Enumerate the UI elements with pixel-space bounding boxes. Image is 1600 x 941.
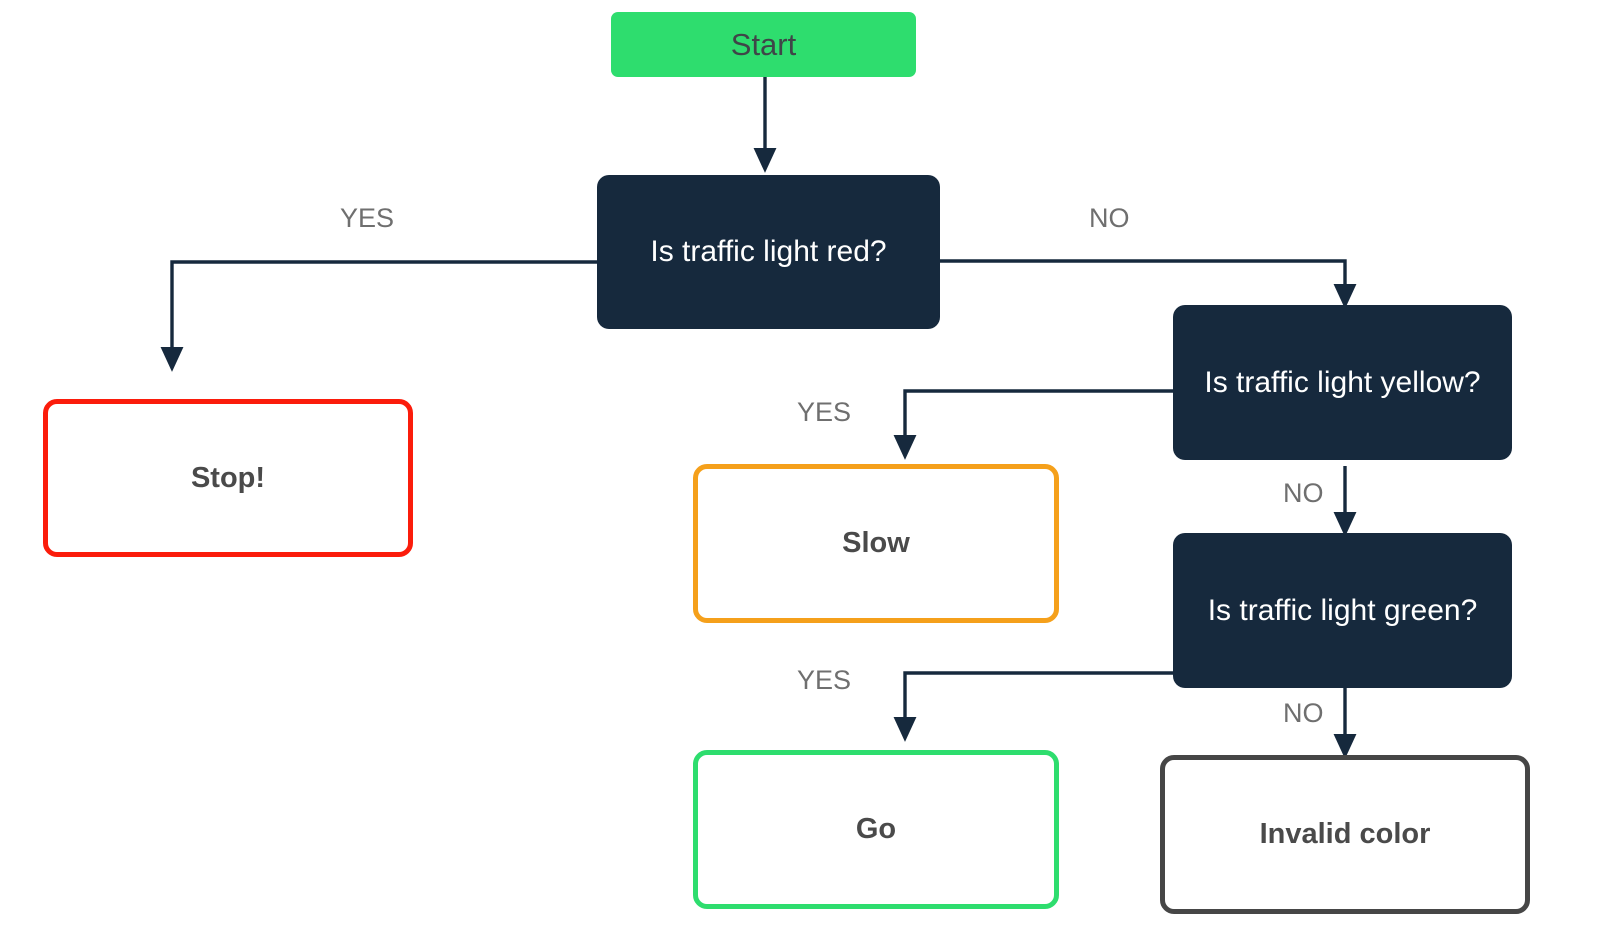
node-outcome-go-label: Go bbox=[855, 813, 897, 845]
node-decision-yellow[interactable]: Is traffic light yellow? bbox=[1173, 305, 1512, 460]
node-decision-red-label: Is traffic light red? bbox=[650, 235, 887, 268]
node-start-label: Start bbox=[730, 26, 797, 62]
node-outcome-invalid-label: Invalid color bbox=[1259, 818, 1431, 850]
node-outcome-stop[interactable]: Stop! bbox=[43, 399, 413, 557]
edge-label-yellow-no: NO bbox=[1283, 478, 1324, 508]
edge-label-red-yes: YES bbox=[340, 203, 395, 233]
node-decision-yellow-label: Is traffic light yellow? bbox=[1204, 365, 1481, 399]
edge-label-yellow-yes: YES bbox=[797, 397, 852, 427]
edge-yellow-yes-to-slow bbox=[893, 389, 1197, 460]
node-decision-green[interactable]: Is traffic light green? bbox=[1173, 533, 1512, 688]
node-start[interactable]: Start bbox=[611, 12, 916, 77]
edge-label-green-yes: YES bbox=[797, 665, 852, 695]
node-outcome-stop-label: Stop! bbox=[190, 461, 266, 494]
edge-red-no-to-yellow bbox=[940, 259, 1357, 309]
edge-label-red-no: NO bbox=[1089, 203, 1130, 233]
edge-red-yes-to-stop bbox=[160, 260, 597, 372]
node-outcome-slow[interactable]: Slow bbox=[693, 464, 1059, 623]
node-outcome-invalid[interactable]: Invalid color bbox=[1160, 755, 1530, 914]
node-decision-green-label: Is traffic light green? bbox=[1207, 593, 1478, 627]
edge-green-yes-to-go bbox=[893, 671, 1197, 742]
node-outcome-go[interactable]: Go bbox=[693, 750, 1059, 909]
edge-label-green-no: NO bbox=[1283, 698, 1324, 728]
node-outcome-slow-label: Slow bbox=[842, 527, 910, 559]
node-decision-red[interactable]: Is traffic light red? bbox=[597, 175, 940, 329]
